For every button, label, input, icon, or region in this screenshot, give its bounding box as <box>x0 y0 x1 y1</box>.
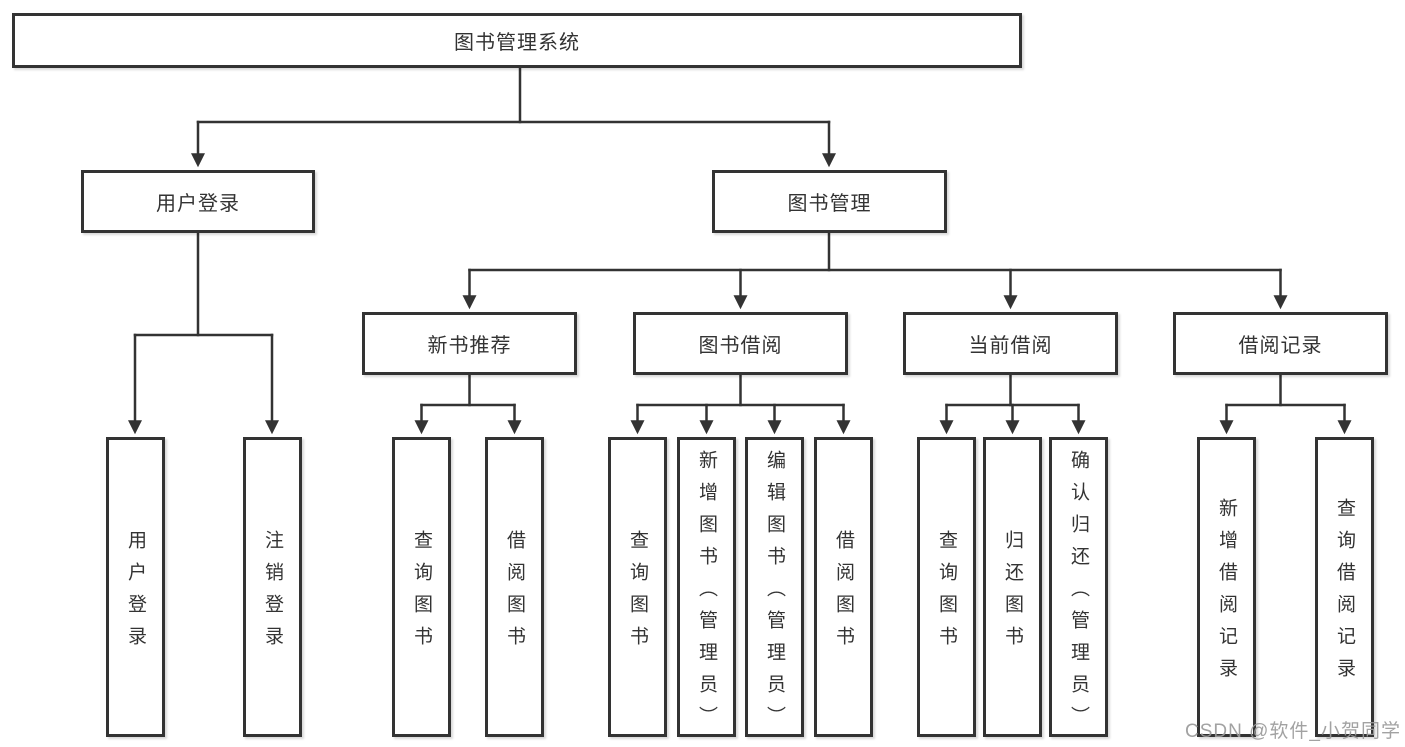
leaf-nb-borrow-book: 借阅图书 <box>485 437 544 737</box>
leaf-bb-edit-book-admin: 编辑图书（管理员） <box>745 437 804 738</box>
leaf-nb-query-book: 查询图书 <box>392 437 451 737</box>
leaf-bb-add-book-admin-label: 新增图书（管理员） <box>696 449 717 738</box>
node-current-borrow: 当前借阅 <box>903 312 1118 375</box>
node-book-mgmt: 图书管理 <box>712 170 947 233</box>
node-current-borrow-label: 当前借阅 <box>968 335 1053 357</box>
leaf-logout: 注销登录 <box>243 437 302 737</box>
leaf-br-add-record-label: 新增借阅记录 <box>1216 497 1237 690</box>
node-borrow-record: 借阅记录 <box>1173 312 1388 375</box>
leaf-bb-borrow-book-label: 借阅图书 <box>833 529 854 658</box>
leaf-user-login: 用户登录 <box>106 437 165 737</box>
leaf-br-query-record: 查询借阅记录 <box>1315 437 1374 737</box>
leaf-bb-query-book: 查询图书 <box>608 437 667 737</box>
node-user-login: 用户登录 <box>81 170 315 233</box>
node-user-login-label: 用户登录 <box>156 193 240 215</box>
leaf-br-add-record: 新增借阅记录 <box>1197 437 1256 737</box>
leaf-cb-return-book: 归还图书 <box>983 437 1042 737</box>
leaf-nb-query-book-label: 查询图书 <box>411 529 432 658</box>
node-new-book-label: 新书推荐 <box>427 335 512 357</box>
leaf-bb-edit-book-admin-label: 编辑图书（管理员） <box>764 449 785 738</box>
node-root-label: 图书管理系统 <box>454 32 580 54</box>
node-new-book: 新书推荐 <box>362 312 577 375</box>
leaf-nb-borrow-book-label: 借阅图书 <box>504 529 525 658</box>
leaf-cb-confirm-return-admin-label: 确认归还（管理员） <box>1068 449 1089 738</box>
leaf-bb-query-book-label: 查询图书 <box>627 529 648 658</box>
leaf-cb-query-book-label: 查询图书 <box>936 529 957 658</box>
leaf-logout-label: 注销登录 <box>262 529 283 658</box>
node-book-borrow-label: 图书借阅 <box>698 335 783 357</box>
node-root: 图书管理系统 <box>12 13 1022 68</box>
leaf-cb-confirm-return-admin: 确认归还（管理员） <box>1049 437 1108 738</box>
node-book-mgmt-label: 图书管理 <box>787 193 872 215</box>
leaf-bb-borrow-book: 借阅图书 <box>814 437 873 737</box>
leaf-br-query-record-label: 查询借阅记录 <box>1334 497 1355 690</box>
leaf-user-login-label: 用户登录 <box>125 529 146 658</box>
leaf-cb-return-book-label: 归还图书 <box>1002 529 1023 658</box>
node-borrow-record-label: 借阅记录 <box>1238 335 1323 357</box>
leaf-bb-add-book-admin: 新增图书（管理员） <box>677 437 736 738</box>
node-book-borrow: 图书借阅 <box>633 312 848 375</box>
leaf-cb-query-book: 查询图书 <box>917 437 976 737</box>
watermark: CSDN @软件_小贺同学 <box>1185 721 1401 742</box>
